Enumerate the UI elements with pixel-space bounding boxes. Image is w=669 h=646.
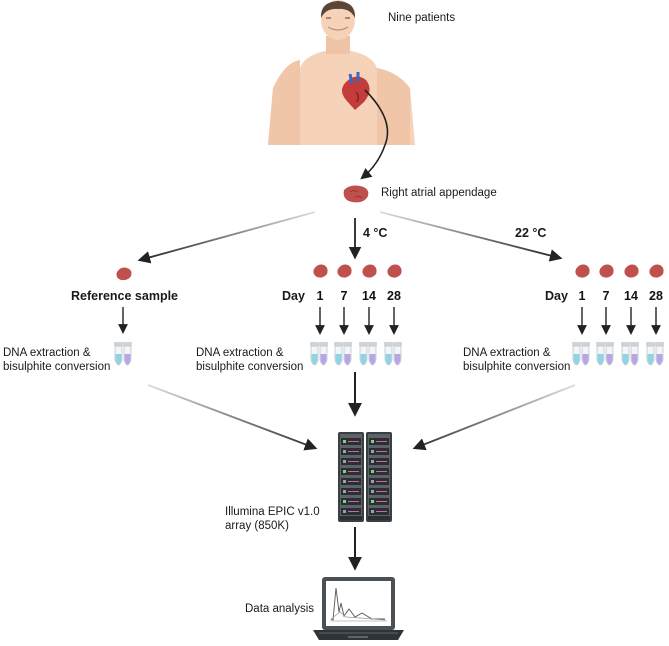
- extraction-line2: bisulphite conversion: [463, 361, 571, 373]
- tube-pair-4c-day-1: [310, 342, 328, 366]
- day-1-22c: 1: [578, 289, 586, 303]
- day-arrows-22c: [577, 307, 661, 335]
- tissue-22c-day-14: [624, 264, 639, 278]
- day-label-22c: Day: [545, 289, 568, 303]
- tube-pair-22c-day-7: [596, 342, 614, 366]
- tissue-22c-day-7: [599, 264, 614, 278]
- day-arrows-4c: [315, 307, 399, 335]
- tissue-sample-icon: [343, 185, 369, 203]
- analysis-label: Data analysis: [245, 603, 315, 615]
- temp-4c-label: 4 °C: [363, 226, 388, 240]
- day-28-22c: 28: [649, 289, 663, 303]
- day-tissue-4c-icons: [313, 264, 402, 278]
- sequencing-array-icon: [338, 432, 392, 522]
- tissue-22c-day-1: [575, 264, 590, 278]
- patient-figure-icon: [268, 0, 415, 145]
- reference-tissue-icon: [116, 267, 132, 281]
- extraction-line2: bisulphite conversion: [3, 361, 111, 373]
- extraction-line1: DNA extraction &: [463, 347, 551, 359]
- tissue-4c-day-7: [337, 264, 352, 278]
- extraction-label-22c: DNA extraction & bisulphite conversion: [463, 346, 570, 374]
- day-14-22c: 14: [624, 289, 638, 303]
- extraction-label-ref: DNA extraction & bisulphite conversion: [3, 346, 110, 374]
- tube-pair-22c-day-14: [621, 342, 639, 366]
- temp-22c-label: 22 °C: [515, 226, 547, 240]
- day-7-22c: 7: [602, 289, 610, 303]
- day-tissue-22c-icons: [575, 264, 664, 278]
- reference-sample-label: Reference sample: [71, 289, 179, 303]
- tubes-22c-icons: [572, 342, 664, 366]
- extraction-line2: bisulphite conversion: [196, 361, 304, 373]
- tube-pair-reference: [114, 342, 132, 366]
- tissue-label: Right atrial appendage: [381, 187, 497, 199]
- day-14-4c: 14: [362, 289, 376, 303]
- extraction-label-4c: DNA extraction & bisulphite conversion: [196, 346, 303, 374]
- tube-pair-22c-day-1: [572, 342, 590, 366]
- patients-label: Nine patients: [388, 12, 456, 24]
- day-1-4c: 1: [316, 289, 324, 303]
- day-28-4c: 28: [387, 289, 401, 303]
- tube-pair-4c-day-28: [384, 342, 402, 366]
- tube-pair-4c-day-14: [359, 342, 377, 366]
- day-7-4c: 7: [340, 289, 348, 303]
- array-line2: array (850K): [225, 520, 289, 532]
- tissue-4c-day-28: [387, 264, 402, 278]
- laptop-analysis-icon: [313, 577, 404, 640]
- day-label-4c: Day: [282, 289, 305, 303]
- tube-pair-4c-day-7: [334, 342, 352, 366]
- reference-tubes-icon: [114, 342, 132, 366]
- tubes-4c-icons: [310, 342, 402, 366]
- tissue-4c-day-14: [362, 264, 377, 278]
- extraction-line1: DNA extraction &: [3, 347, 91, 359]
- extraction-line1: DNA extraction &: [196, 347, 284, 359]
- tissue-4c-day-1: [313, 264, 328, 278]
- array-label: Illumina EPIC v1.0 array (850K): [225, 505, 320, 533]
- array-line1: Illumina EPIC v1.0: [225, 506, 320, 518]
- tissue-22c-day-28: [649, 264, 664, 278]
- tube-pair-22c-day-28: [646, 342, 664, 366]
